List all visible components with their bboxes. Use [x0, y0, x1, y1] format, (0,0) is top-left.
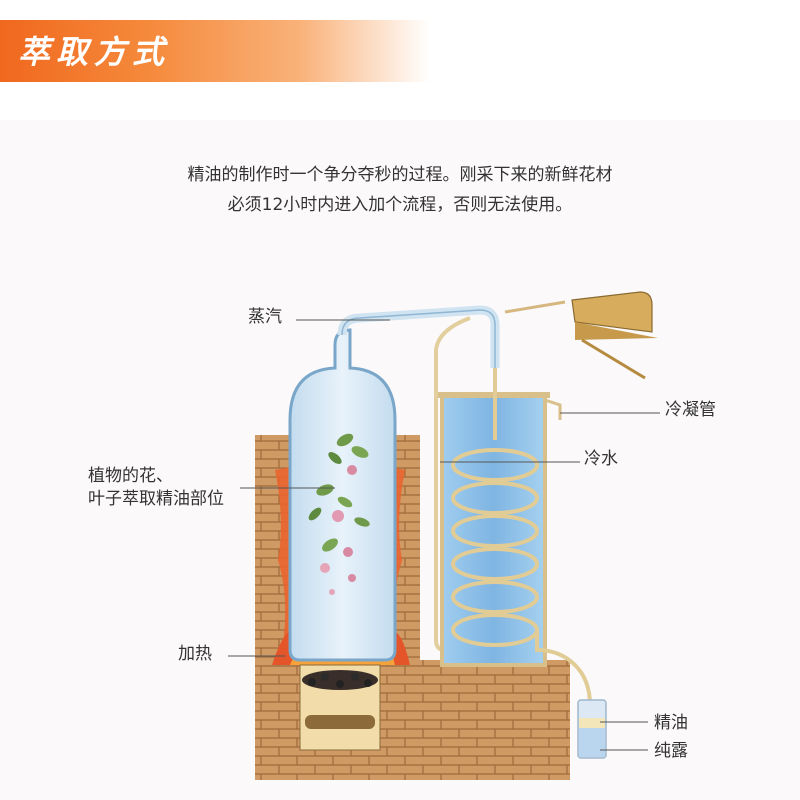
label-heating: 加热	[178, 644, 212, 664]
page-title: 萃取方式	[18, 33, 171, 71]
title-banner	[0, 20, 430, 82]
intro-line-2: 必须12小时内进入加个流程，否则无法使用。	[227, 195, 573, 215]
condenser-coil	[451, 368, 592, 706]
label-plant-line-2: 叶子萃取精油部位	[88, 489, 224, 509]
intro-text: 精油的制作时一个争分夺秒的过程。刚采下来的新鲜花材 必须12小时内进入加个流程，…	[100, 160, 700, 220]
label-cold-water: 冷水	[584, 449, 618, 469]
water-tank	[571, 291, 658, 380]
label-condenser: 冷凝管	[665, 400, 716, 420]
steam-pipe	[337, 305, 500, 368]
intro-line-1: 精油的制作时一个争分夺秒的过程。刚采下来的新鲜花材	[187, 165, 613, 185]
label-steam: 蒸汽	[248, 307, 282, 327]
label-essential-oil: 精油	[654, 713, 688, 733]
distillation-vessel	[288, 328, 397, 662]
plant-material	[308, 433, 370, 595]
collection-bottle	[577, 699, 607, 759]
label-hydrosol: 纯露	[654, 741, 688, 761]
fire-chamber	[299, 664, 381, 751]
leader-lines	[228, 319, 660, 751]
label-plant-line-1: 植物的花、	[88, 466, 173, 486]
